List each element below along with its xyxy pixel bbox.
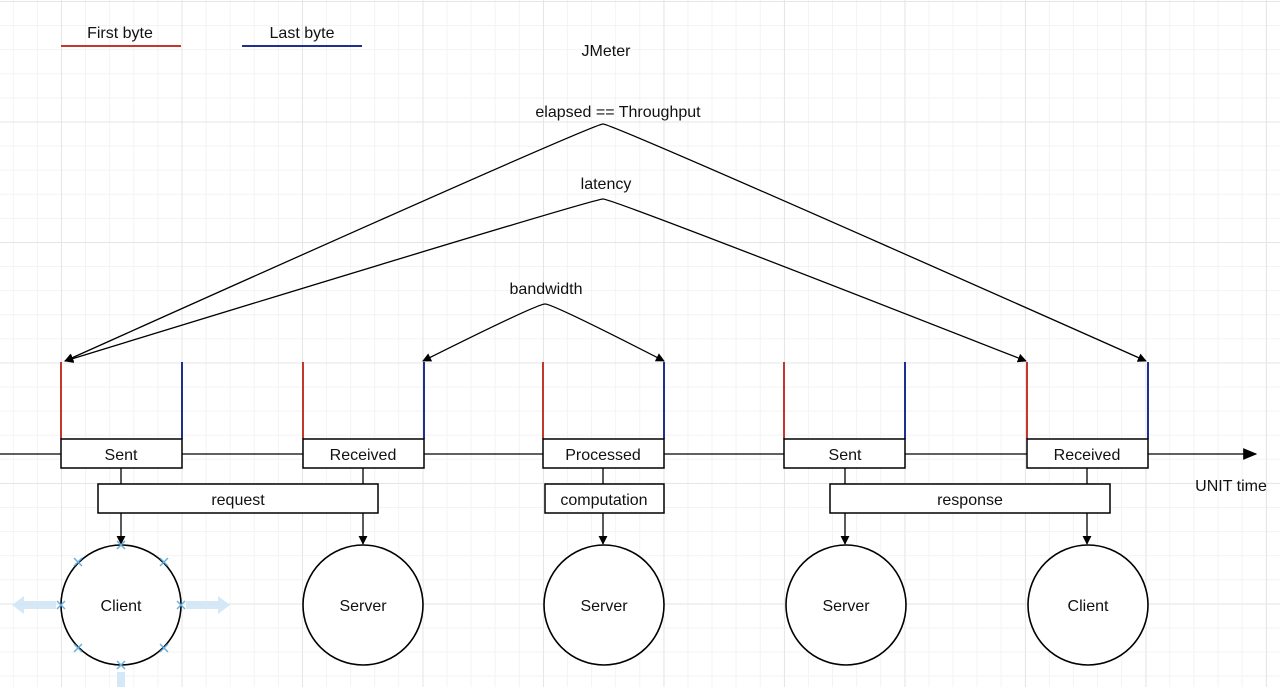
resize-handle-top-left[interactable] [73,557,83,567]
event-label: Sent [829,447,862,464]
phase-box-computation[interactable]: computation [544,483,665,514]
connect-arrow-left-icon[interactable] [12,596,56,614]
actor-node[interactable]: Server [543,544,665,666]
event-label: Received [330,447,397,464]
bandwidth-arrow-left[interactable] [422,303,546,362]
latency-label: latency [581,176,632,193]
resize-handle-right[interactable] [176,600,186,610]
resize-handle-left[interactable] [56,600,66,610]
actor-node[interactable]: Client [1027,544,1149,666]
connect-arrow-down-icon[interactable] [117,672,125,687]
connect-arrow-right-icon[interactable] [186,596,230,614]
diagram-title: JMeter [582,43,632,60]
actor-label: Client [101,598,142,615]
bandwidth-label: bandwidth [510,281,583,298]
elapsed-arrow-left[interactable] [64,123,604,362]
actor-label: Client [1068,598,1109,615]
event-box[interactable]: Received [302,438,425,469]
event-label: Sent [105,447,138,464]
elapsed-arc[interactable]: elapsed == Throughput [64,104,1147,362]
legend-last-byte-label: Last byte [270,25,335,42]
actor-label: Server [339,598,387,615]
resize-handle-bottom[interactable] [116,660,126,670]
phase-actor-connectors [116,513,1092,545]
resize-handle-top[interactable] [116,540,126,550]
resize-handle-bottom-left[interactable] [73,643,83,653]
event-phase-connectors [120,468,1088,484]
byte-markers [60,362,1149,439]
event-box[interactable]: Processed [542,438,665,469]
event-label: Received [1054,447,1121,464]
actor-label: Server [580,598,628,615]
actor-label: Server [822,598,870,615]
resize-handle-bottom-right[interactable] [159,643,169,653]
phase-label: computation [560,492,647,509]
phase-box-request[interactable]: request [97,483,379,514]
phase-label: request [211,492,265,509]
legend: First byte Last byte [61,25,362,47]
phase-label: response [937,492,1003,509]
legend-first-byte-label: First byte [87,25,153,42]
actor-node[interactable]: Server [302,544,424,666]
resize-handle-top-right[interactable] [159,557,169,567]
latency-arrow-left[interactable] [64,198,604,363]
event-label: Processed [565,447,641,464]
time-axis-label: UNIT time [1195,478,1267,495]
elapsed-arrow-right[interactable] [602,123,1147,362]
bandwidth-arc[interactable]: bandwidth [422,281,665,362]
event-box[interactable]: Sent [60,438,183,469]
bandwidth-arrow-right[interactable] [544,303,665,362]
event-box[interactable]: Sent [783,438,906,469]
latency-arrow-right[interactable] [602,198,1027,363]
actor-node[interactable]: Server [785,544,907,666]
elapsed-label: elapsed == Throughput [535,104,701,121]
event-box[interactable]: Received [1026,438,1149,469]
latency-arc[interactable]: latency [64,176,1027,363]
selection-handles[interactable] [56,540,186,670]
phase-box-response[interactable]: response [829,483,1111,514]
